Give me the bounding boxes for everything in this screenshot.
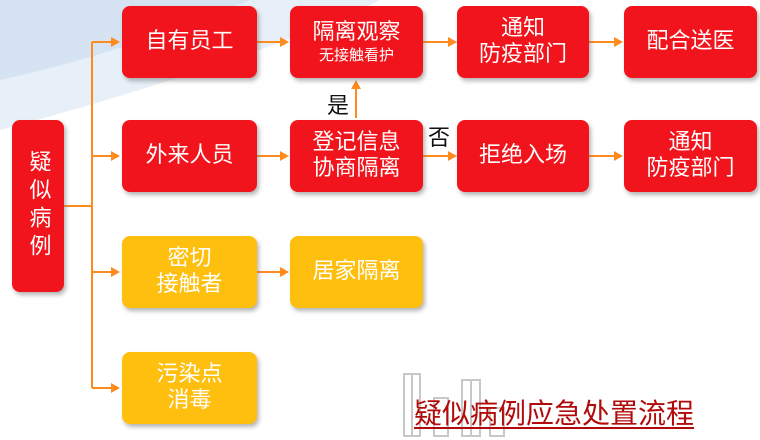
node-send-to-hospital: 配合送医 xyxy=(624,6,757,78)
node-suspected-case: 疑似病例 xyxy=(12,120,64,292)
edge-label-no: 否 xyxy=(428,120,450,152)
node-notify-2-line2: 防疫部门 xyxy=(646,156,734,182)
node-notify-1-line2: 防疫部门 xyxy=(479,42,567,68)
node-suspected-case-label: 疑似病例 xyxy=(23,150,52,262)
node-send-to-hospital-label: 配合送医 xyxy=(646,29,734,55)
node-visitors: 外来人员 xyxy=(122,120,257,192)
node-isolate-observe: 隔离观察 无接触看护 xyxy=(290,6,423,78)
node-contaminated-point-line2: 消毒 xyxy=(167,388,211,414)
diagram-title: 疑似病例应急处置流程 xyxy=(414,392,694,432)
node-notify-1-line1: 通知 xyxy=(501,16,545,42)
node-home-isolation: 居家隔离 xyxy=(290,236,423,308)
edge-label-yes: 是 xyxy=(327,88,349,120)
node-own-staff-label: 自有员工 xyxy=(145,29,233,55)
node-refuse-entry: 拒绝入场 xyxy=(457,120,589,192)
node-notify-epidemic-dept-2: 通知 防疫部门 xyxy=(624,120,757,192)
node-register-info-line2: 协商隔离 xyxy=(312,156,400,182)
node-close-contact: 密切 接触者 xyxy=(122,236,257,308)
node-register-info-line1: 登记信息 xyxy=(312,130,400,156)
node-visitors-label: 外来人员 xyxy=(145,143,233,169)
node-isolate-observe-line1: 隔离观察 xyxy=(312,20,400,46)
node-contaminated-point-line1: 污染点 xyxy=(156,362,222,388)
node-own-staff: 自有员工 xyxy=(122,6,257,78)
node-home-isolation-label: 居家隔离 xyxy=(312,259,400,285)
node-close-contact-line2: 接触者 xyxy=(156,272,222,298)
node-contaminated-point: 污染点 消毒 xyxy=(122,352,257,424)
node-notify-epidemic-dept-1: 通知 防疫部门 xyxy=(457,6,589,78)
node-refuse-entry-label: 拒绝入场 xyxy=(479,143,567,169)
node-notify-2-line1: 通知 xyxy=(668,130,712,156)
node-register-info: 登记信息 协商隔离 xyxy=(290,120,423,192)
node-isolate-observe-line2: 无接触看护 xyxy=(319,46,394,64)
node-close-contact-line1: 密切 xyxy=(167,246,211,272)
